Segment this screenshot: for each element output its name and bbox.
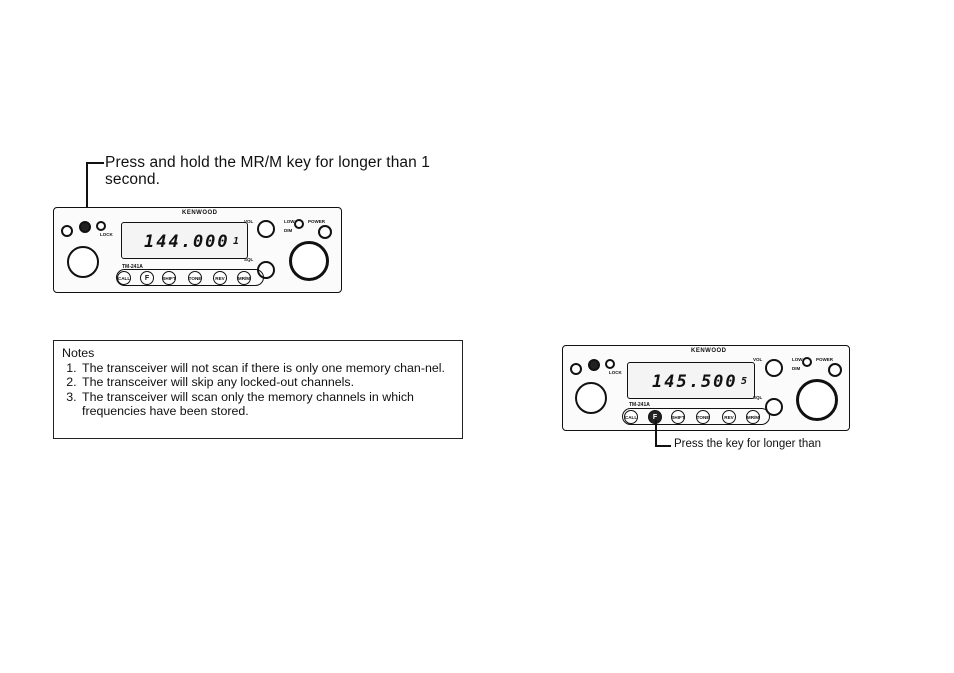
radio-front-panel-left: KENWOOD LOCK 144.000 1 VOL SQL LOW DIM P… xyxy=(53,207,342,293)
button-bar xyxy=(116,269,264,286)
model-label: TM-241A xyxy=(122,264,143,270)
low-label: LOW xyxy=(792,357,803,362)
power-label: POWER xyxy=(816,357,834,362)
shift-button[interactable]: SHIFT xyxy=(671,410,685,424)
brand-logo: KENWOOD xyxy=(182,210,218,216)
low-button-icon[interactable] xyxy=(294,219,304,229)
leader-line-horizontal xyxy=(655,445,671,447)
channel-readout: 1 xyxy=(233,236,242,247)
tone-button[interactable]: TONE xyxy=(696,410,710,424)
notes-list: The transceiver will not scan if there i… xyxy=(62,361,454,419)
call-button[interactable]: CALL xyxy=(624,410,638,424)
channel-readout: 5 xyxy=(741,376,750,387)
power-label: POWER xyxy=(308,219,326,224)
left-caption-line1: Press and hold the MR/M key for longer t… xyxy=(105,154,430,171)
call-button[interactable]: CALL xyxy=(117,271,131,285)
f-button[interactable]: F xyxy=(140,271,154,285)
sql-label: SQL xyxy=(244,257,254,262)
vol-knob-icon[interactable] xyxy=(257,220,275,238)
note-item: The transceiver will scan only the memor… xyxy=(80,390,454,419)
notes-title: Notes xyxy=(62,346,95,360)
low-button-icon[interactable] xyxy=(802,357,812,367)
rev-button[interactable]: REV xyxy=(213,271,227,285)
leader-line-vertical xyxy=(655,420,657,446)
tuning-knob-icon[interactable] xyxy=(67,246,99,278)
rev-button[interactable]: REV xyxy=(722,410,736,424)
dim-label: DIM xyxy=(792,366,801,371)
low-label: LOW xyxy=(284,219,295,224)
vol-label: VOL xyxy=(244,219,254,224)
mr-key-icon[interactable] xyxy=(79,221,91,233)
small-knob-icon[interactable] xyxy=(61,225,73,237)
tone-button[interactable]: TONE xyxy=(188,271,202,285)
sql-label: SQL xyxy=(753,395,763,400)
power-button-icon[interactable] xyxy=(828,363,842,377)
mr-key-icon[interactable] xyxy=(588,359,600,371)
mr-button[interactable]: MR/M xyxy=(746,410,760,424)
radio-front-panel-right: KENWOOD LOCK 145.500 5 VOL SQL LOW DIM P… xyxy=(562,345,850,431)
mic-connector-icon xyxy=(796,379,838,421)
frequency-readout: 145.500 xyxy=(652,372,738,392)
note-item: The transceiver will skip any locked-out… xyxy=(80,375,454,390)
small-knob-icon[interactable] xyxy=(605,359,615,369)
mic-connector-icon xyxy=(289,241,329,281)
note-item: The transceiver will not scan if there i… xyxy=(80,361,454,376)
mr-button[interactable]: MR/M xyxy=(237,271,251,285)
vol-label: VOL xyxy=(753,357,763,362)
button-bar xyxy=(622,408,770,425)
small-knob-icon[interactable] xyxy=(96,221,106,231)
dim-label: DIM xyxy=(284,228,293,233)
lcd-display: 144.000 1 xyxy=(121,222,248,259)
right-caption: Press the key for longer than xyxy=(674,438,822,450)
shift-button[interactable]: SHIFT xyxy=(162,271,176,285)
frequency-readout: 144.000 xyxy=(144,232,230,252)
vol-knob-icon[interactable] xyxy=(765,359,783,377)
leader-line-vertical xyxy=(86,162,88,226)
leader-line-horizontal xyxy=(86,162,104,164)
model-label: TM-241A xyxy=(629,402,650,408)
notes-box: Notes The transceiver will not scan if t… xyxy=(53,340,463,439)
left-caption-line2: second. xyxy=(105,171,160,188)
lcd-display: 145.500 5 xyxy=(627,362,755,399)
brand-logo: KENWOOD xyxy=(691,348,727,354)
tuning-knob-icon[interactable] xyxy=(575,382,607,414)
lock-label: LOCK xyxy=(100,232,113,237)
lock-label: LOCK xyxy=(609,370,622,375)
small-knob-icon[interactable] xyxy=(570,363,582,375)
sql-knob-icon[interactable] xyxy=(765,398,783,416)
power-button-icon[interactable] xyxy=(318,225,332,239)
